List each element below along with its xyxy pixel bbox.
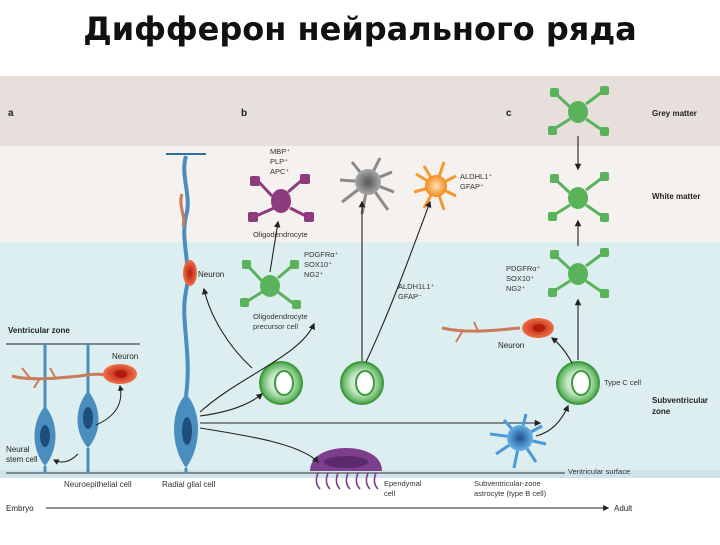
grey-matter-band: [0, 76, 720, 146]
white-matter-band: [0, 146, 720, 242]
oligo-marker-3: APC⁺: [270, 167, 289, 176]
oligo-marker-1: MBP⁺: [270, 147, 290, 156]
svz-astrocyte-label-2: astrocyte (type B cell): [474, 489, 547, 498]
timeline-start-label: Embryo: [6, 504, 34, 513]
neuron-c-label: Neuron: [498, 341, 524, 350]
ependymal-cell: [310, 448, 382, 489]
opc-c-marker-2: SOX10⁺: [506, 274, 534, 283]
ependymal-label-2: cell: [384, 489, 396, 498]
type-c-cell-label: Type C cell: [604, 378, 641, 387]
astro-precursor-marker-2: GFAP⁻: [398, 292, 422, 301]
slide-title: Дифферон нейрального ряда: [0, 10, 720, 48]
grey-matter-label: Grey matter: [652, 109, 697, 118]
neuron-b-label: Neuron: [198, 270, 224, 279]
type-c-cell: [557, 362, 599, 404]
opc-label-1: Oligodendrocyte: [253, 312, 308, 321]
opc-marker-1: PDGFRα⁺: [304, 250, 339, 259]
opc-c-marker-1: PDGFRα⁺: [506, 264, 541, 273]
panel-label-a: a: [8, 108, 14, 119]
oligodendrocyte-label: Oligodendrocyte: [253, 230, 308, 239]
opc-marker-2: SOX10⁺: [304, 260, 332, 269]
neural-differon-figure: a b c Grey matter White matter Subventri…: [0, 76, 720, 540]
subventricular-label-2: zone: [652, 407, 671, 416]
green-precursor-2: [341, 362, 383, 404]
ependymal-label-1: Ependymal: [384, 479, 422, 488]
radial-glial-cell-label: Radial glial cell: [162, 480, 216, 489]
svz-astrocyte-label-1: Subventricular-zone: [474, 479, 541, 488]
opc-c-marker-3: NG2⁺: [506, 284, 525, 293]
green-precursor-1: [260, 362, 302, 404]
ventricular-surface-label: Ventricular surface: [568, 467, 630, 476]
neuroepithelial-cell-label: Neuroepithelial cell: [64, 480, 132, 489]
opc-marker-3: NG2⁺: [304, 270, 323, 279]
panel-label-b: b: [241, 108, 247, 119]
astro-precursor-marker-1: ALDH1L1⁺: [398, 282, 435, 291]
astro-marker-2: GFAP⁺: [460, 182, 484, 191]
panel-label-c: c: [506, 108, 512, 119]
diagram-canvas: a b c Grey matter White matter Subventri…: [0, 76, 720, 540]
opc-label-2: precursor cell: [253, 322, 298, 331]
ventricular-zone-label: Ventricular zone: [8, 326, 70, 335]
timeline-end-label: Adult: [614, 504, 633, 513]
neural-stem-cell-label-2: stem cell: [6, 455, 38, 464]
astro-marker-1: ALDHL1⁺: [460, 172, 492, 181]
subventricular-band: [0, 242, 720, 470]
subventricular-label-1: Subventricular: [652, 396, 708, 405]
neuron-a-label: Neuron: [112, 352, 138, 361]
neural-stem-cell-label-1: Neural: [6, 445, 30, 454]
white-matter-label: White matter: [652, 192, 700, 201]
oligo-marker-2: PLP⁺: [270, 157, 288, 166]
